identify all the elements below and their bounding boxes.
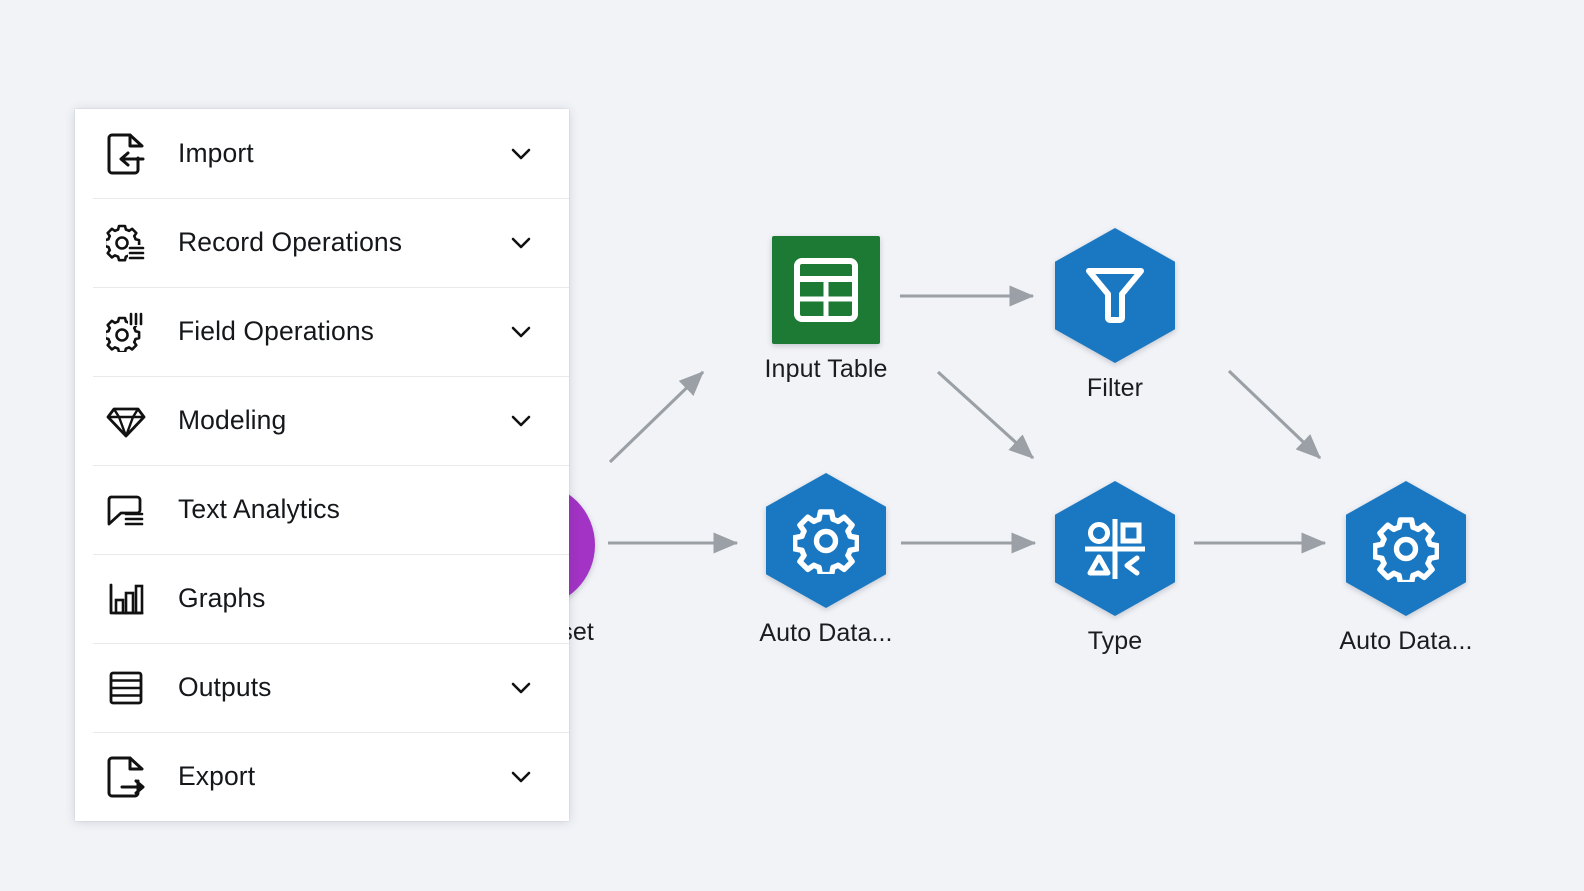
flow-node-label: Filter	[1086, 374, 1144, 402]
flow-node-type[interactable]: Type	[1015, 481, 1215, 656]
diamond-gem-icon	[102, 403, 150, 439]
type-shapes-icon	[1085, 518, 1145, 579]
palette-item-outputs[interactable]: Outputs	[75, 643, 569, 732]
type-shape	[1055, 481, 1175, 616]
hexagon-background	[1346, 481, 1466, 616]
chevron-down-icon[interactable]	[508, 764, 534, 790]
palette-item-label: Field Operations	[178, 316, 375, 346]
input-table-shape	[772, 236, 880, 344]
palette-item-import[interactable]: Import	[75, 109, 569, 198]
palette-item-label: Graphs	[178, 583, 266, 613]
chevron-down-icon[interactable]	[508, 319, 534, 345]
chevron-down-icon[interactable]	[508, 141, 534, 167]
flow-node-label: Type	[1087, 627, 1143, 655]
auto-data-prep-2-shape	[1346, 481, 1466, 616]
flow-node-auto-data-prep-2[interactable]: Auto Data...	[1306, 481, 1506, 656]
table-grid-icon	[794, 258, 858, 322]
chevron-down-icon[interactable]	[508, 675, 534, 701]
flow-node-label: Auto Data...	[759, 619, 893, 647]
gear-icon	[793, 508, 859, 574]
edge-data-asset-to-input-table	[608, 370, 705, 464]
palette-item-label: Import	[178, 138, 254, 168]
palette-item-label: Modeling	[178, 405, 287, 435]
document-import-icon	[102, 133, 150, 175]
flow-node-filter[interactable]: Filter	[1015, 228, 1215, 403]
flow-node-auto-data-prep-1[interactable]: Auto Data...	[726, 473, 926, 648]
palette-item-field-operations[interactable]: Field Operations	[75, 287, 569, 376]
filter-shape	[1055, 228, 1175, 363]
gear-icon	[1373, 516, 1439, 582]
node-palette-panel: Import Record Operations	[75, 109, 569, 821]
palette-item-export[interactable]: Export	[75, 732, 569, 821]
flow-node-label: Auto Data...	[1339, 627, 1473, 655]
document-export-icon	[102, 756, 150, 798]
palette-item-label: Text Analytics	[178, 494, 340, 524]
palette-item-record-operations[interactable]: Record Operations	[75, 198, 569, 287]
auto-data-prep-1-shape	[766, 473, 886, 608]
palette-item-modeling[interactable]: Modeling	[75, 376, 569, 465]
flow-node-input-table[interactable]: Input Table	[726, 236, 926, 384]
palette-item-label: Export	[178, 761, 256, 791]
hexagon-background	[766, 473, 886, 608]
edge-filter-to-auto-data-2	[1227, 369, 1322, 460]
gear-fields-icon	[102, 311, 150, 352]
palette-item-graphs[interactable]: Graphs	[75, 554, 569, 643]
text-bubble-icon	[102, 491, 150, 529]
bar-chart-icon	[102, 580, 150, 618]
table-rows-icon	[102, 669, 150, 707]
funnel-icon	[1086, 267, 1144, 323]
palette-item-label: Record Operations	[178, 227, 403, 257]
chevron-down-icon[interactable]	[508, 408, 534, 434]
flow-node-label: Input Table	[764, 355, 888, 383]
palette-item-label: Outputs	[178, 672, 272, 702]
palette-item-text-analytics[interactable]: Text Analytics	[75, 465, 569, 554]
gear-records-icon	[102, 223, 150, 263]
hexagon-background	[1055, 228, 1175, 363]
chevron-down-icon[interactable]	[508, 230, 534, 256]
